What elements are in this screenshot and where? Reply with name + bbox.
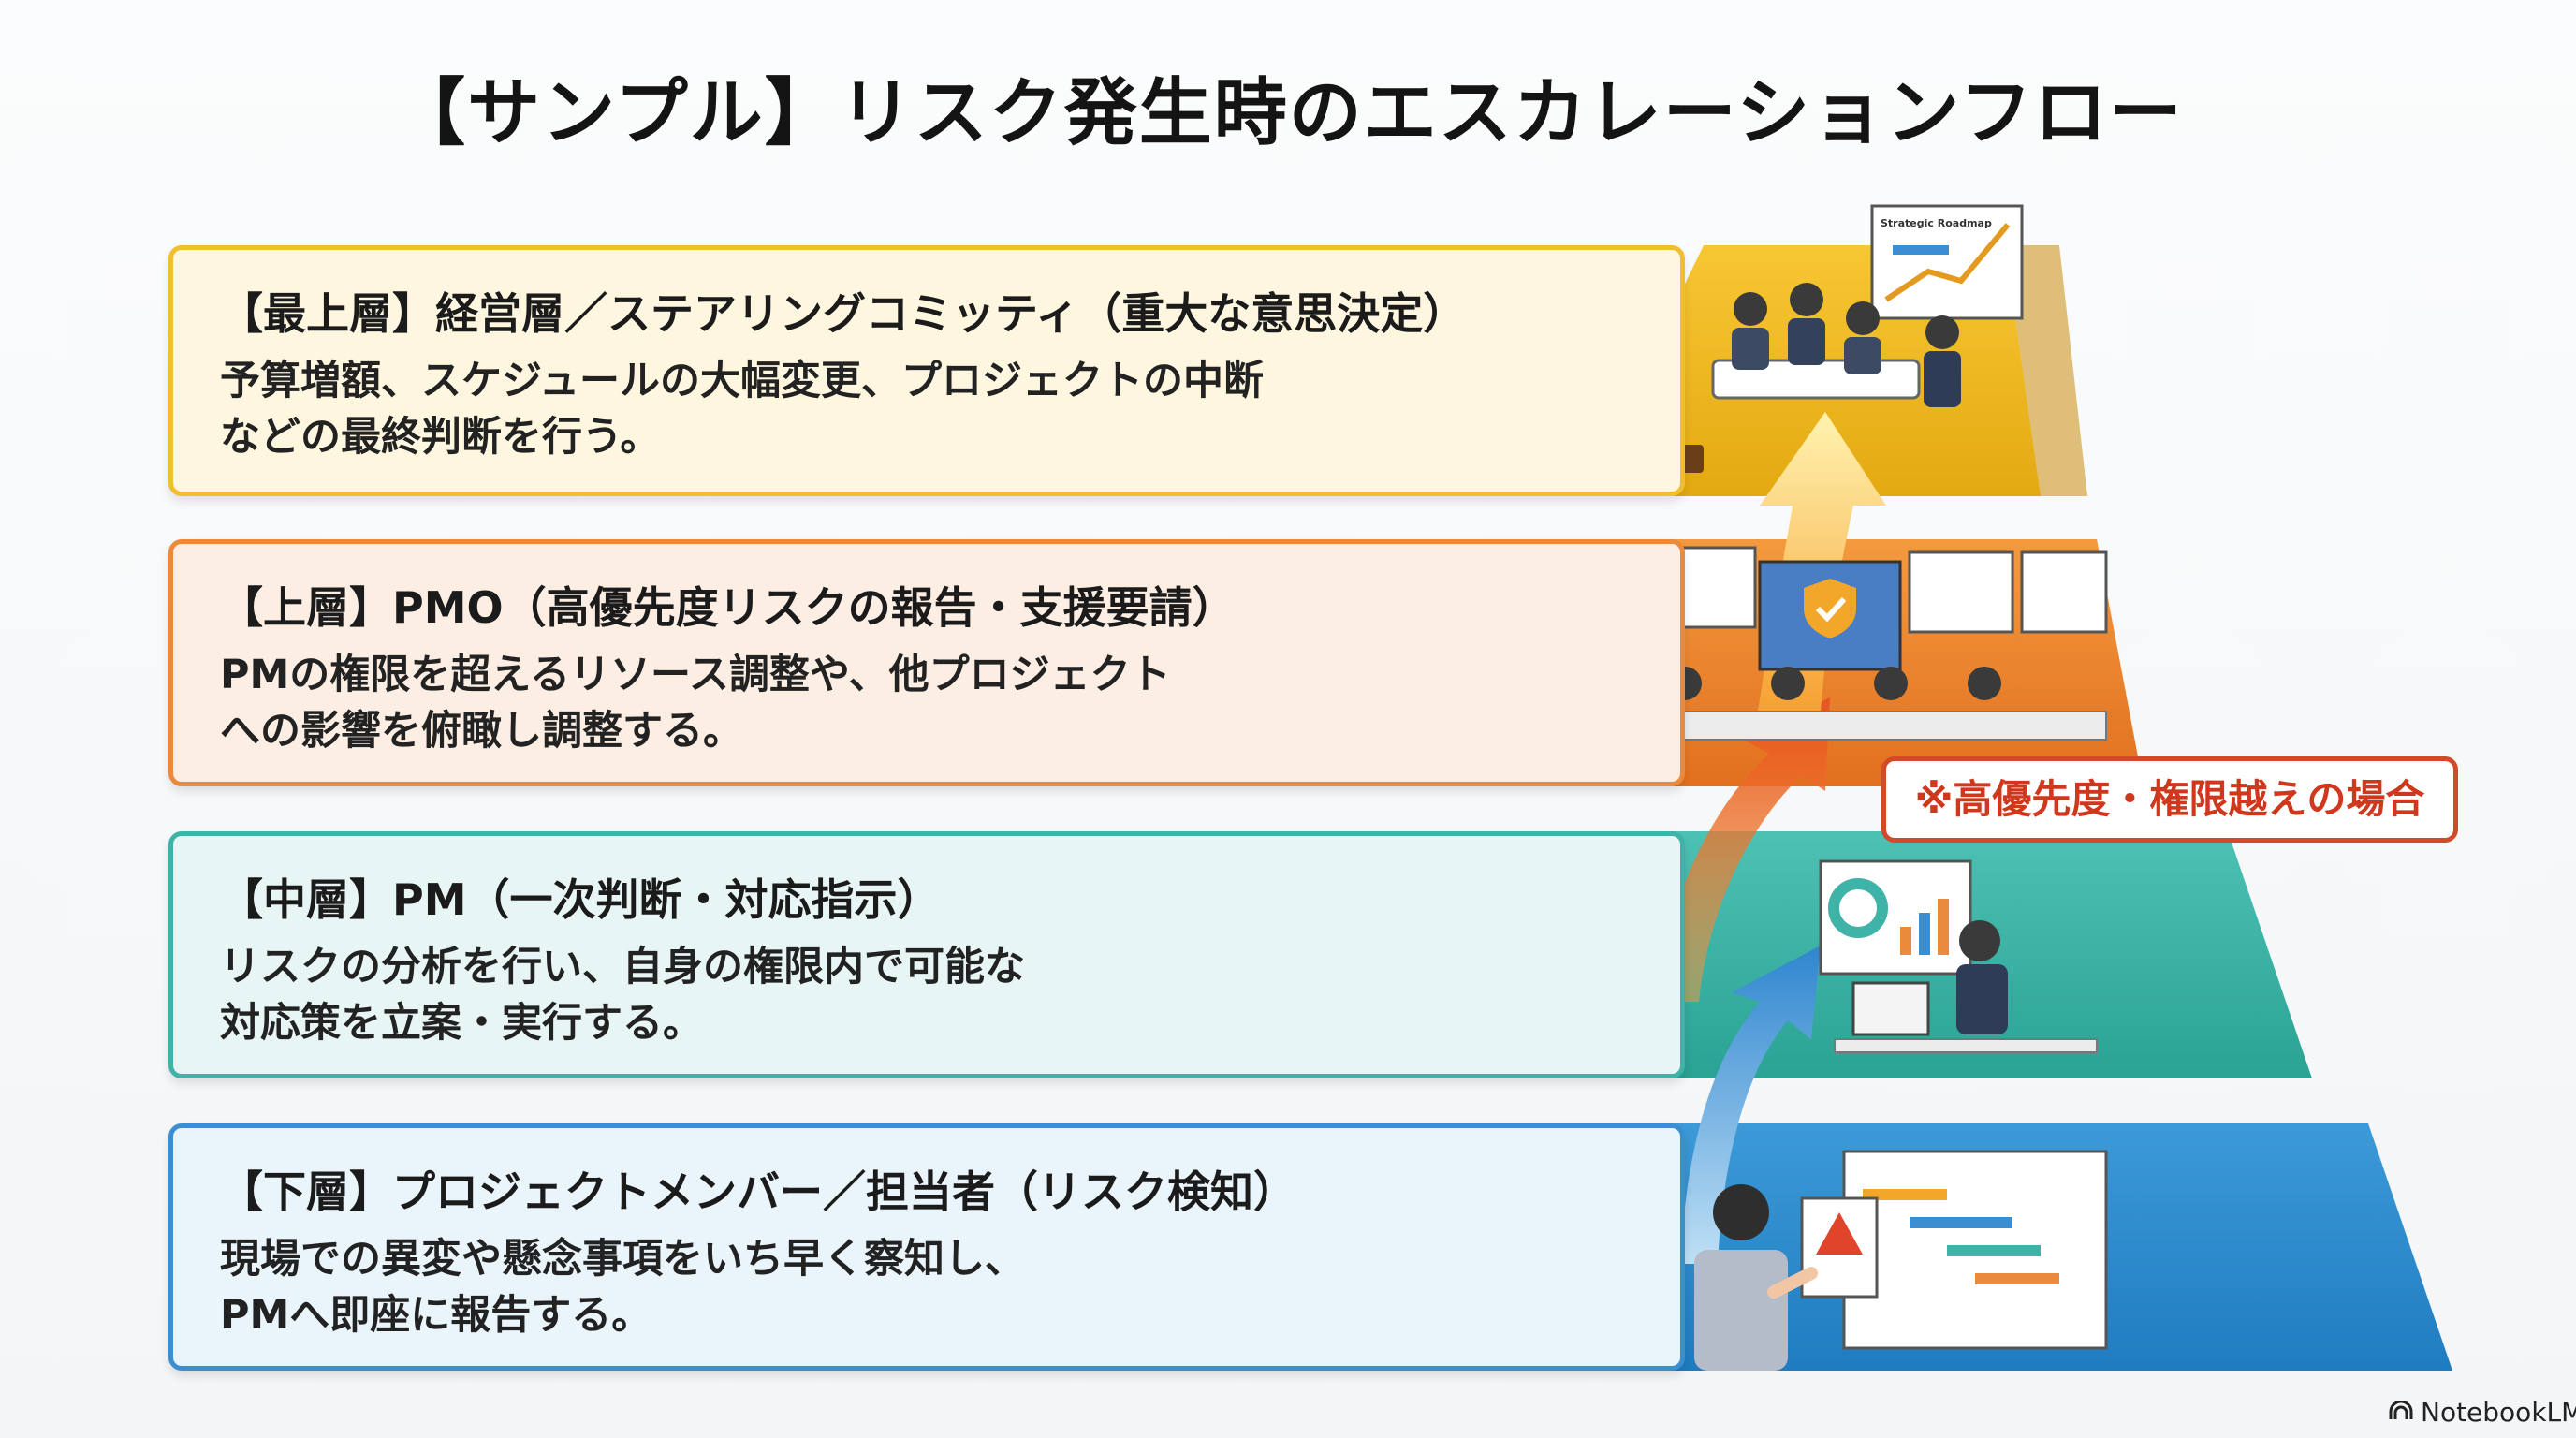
roadmap-label: Strategic Roadmap (1881, 217, 1992, 229)
layer-top-description: 予算増額、スケジュールの大幅変更、プロジェクトの中断 などの最終判断を行う。 (220, 358, 1264, 461)
boardroom-illustration (1602, 204, 2024, 473)
layer-top-executive: 【最上層】経営層／ステアリングコミッティ（重大な意思決定） 予算増額、スケジュー… (168, 245, 1685, 496)
pm-desk-illustration (1819, 859, 2098, 1053)
layer-bottom-description: 現場での異変や懸念事項をいち早く察知し、 PMへ即座に報告する。 (220, 1236, 1025, 1339)
brand-watermark: NotebookLM (2389, 1397, 2576, 1428)
layer-top-title: 【最上層】経営層／ステアリングコミッティ（重大な意思決定） (220, 288, 1467, 339)
layer-middle-pm: 【中層】PM（一次判断・対応指示） リスクの分析を行い、自身の権限内で可能な 対… (168, 831, 1685, 1078)
layer-bottom-members: 【下層】プロジェクトメンバー／担当者（リスク検知） 現場での異変や懸念事項をいち… (168, 1123, 1685, 1371)
layer-upper-title: 【上層】PMO（高優先度リスクの報告・支援要請） (220, 582, 1236, 633)
layer-middle-description: リスクの分析を行い、自身の権限内で可能な 対応策を立案・実行する。 (220, 944, 1025, 1047)
notebooklm-logo-icon (2389, 1397, 2413, 1428)
page-title: 【サンプル】リスク発生時のエスカレーションフロー (392, 71, 2184, 155)
layer-bottom-title: 【下層】プロジェクトメンバー／担当者（リスク検知） (220, 1167, 1296, 1217)
layer-middle-title: 【中層】PM（一次判断・対応指示） (220, 874, 941, 925)
layer-upper-description: PMの権限を超えるリソース調整や、他プロジェクト への影響を俯瞰し調整する。 (220, 652, 1171, 755)
layer-upper-pmo: 【上層】PMO（高優先度リスクの報告・支援要請） PMの権限を超えるリソース調整… (168, 539, 1685, 786)
escalation-condition-note: ※高優先度・権限越えの場合 (1881, 756, 2458, 843)
escalation-arrow-middle (1657, 697, 1830, 1002)
escalation-arrow-lower (1680, 946, 1821, 1264)
brand-name: NotebookLM (2421, 1397, 2576, 1428)
roadmap-label-svg: Strategic Roadmap (1881, 217, 1992, 229)
pyramid-tier-top-side (2005, 245, 2087, 496)
